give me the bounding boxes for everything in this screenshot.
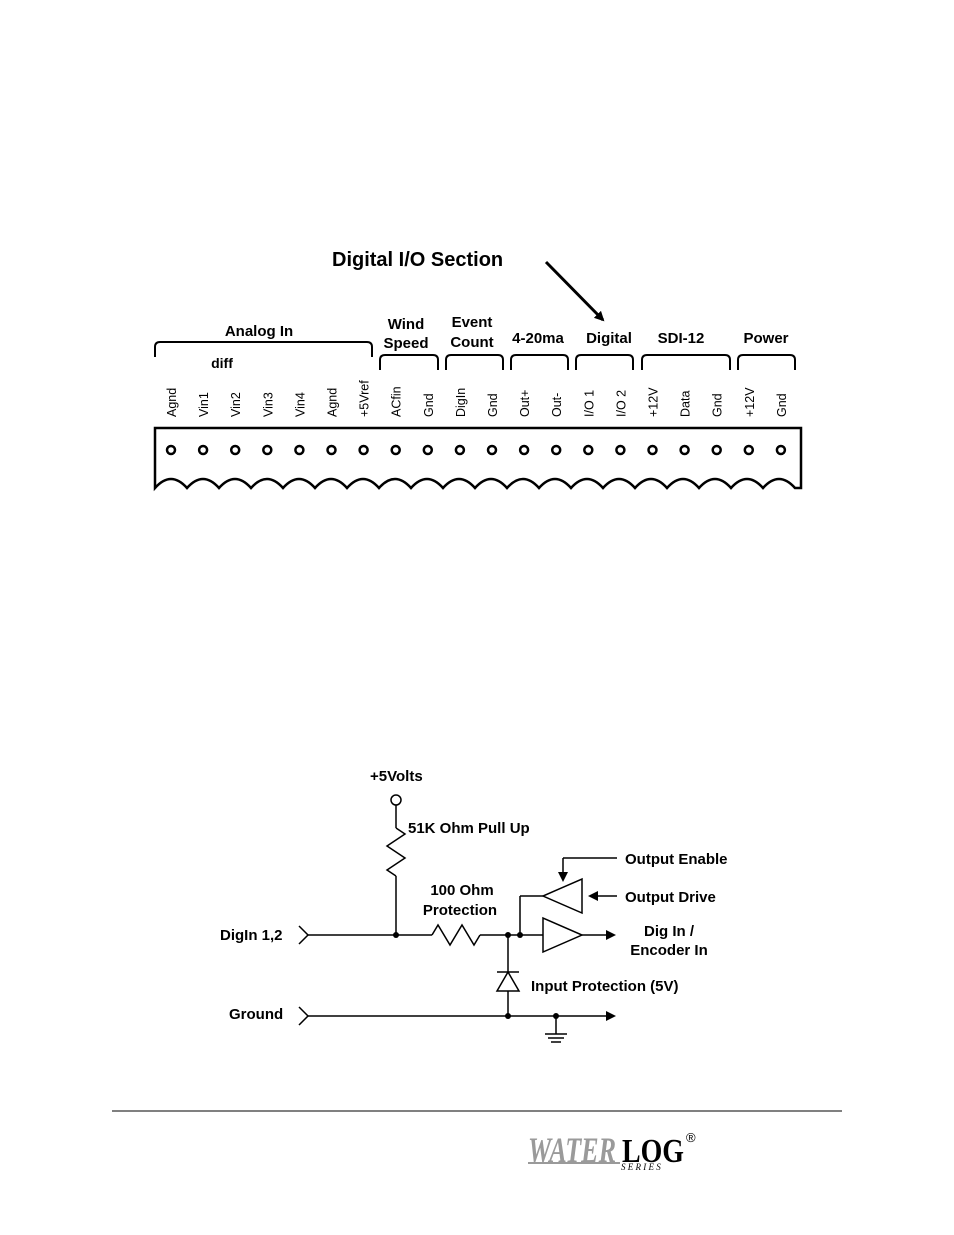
group-label-speed: Speed bbox=[383, 335, 428, 352]
pullup-label: 51K Ohm Pull Up bbox=[408, 820, 530, 837]
group-4-20ma: 4-20ma bbox=[510, 330, 569, 370]
terminal-strip bbox=[153, 426, 803, 492]
group-bracket bbox=[510, 354, 569, 370]
group-digital: Digital bbox=[575, 330, 634, 370]
pullup-resistor bbox=[385, 827, 407, 877]
logo-series: S E R I E S bbox=[621, 1162, 661, 1172]
pin-label: Vin3 bbox=[261, 392, 275, 417]
group-bracket bbox=[379, 354, 439, 370]
group-bracket bbox=[641, 354, 731, 370]
digital-input-schematic: +5Volts 51K Ohm Pull Up DigIn 1,2 100 Oh… bbox=[220, 768, 728, 1043]
pin-label: Gnd bbox=[486, 393, 500, 417]
group-bracket bbox=[575, 354, 634, 370]
terminal-screw bbox=[775, 444, 787, 456]
terminal-screw bbox=[647, 444, 658, 456]
terminal-screw bbox=[262, 444, 273, 456]
pin-label: +12V bbox=[647, 387, 661, 417]
pin-label: I/O 1 bbox=[582, 390, 596, 417]
group-sdi-12: SDI-12 bbox=[641, 330, 731, 370]
group-event-count: Event Count bbox=[445, 314, 504, 370]
ground-label: Ground bbox=[229, 1006, 283, 1023]
input-buffer bbox=[542, 916, 584, 954]
terminal-screw bbox=[550, 444, 562, 456]
pin-label: DigIn bbox=[454, 388, 468, 417]
waterlog-logo: WATER LOG S E R I E S ® bbox=[528, 1130, 696, 1172]
terminal-screw bbox=[518, 444, 530, 456]
terminal-screw bbox=[711, 444, 722, 456]
terminal-screw bbox=[422, 444, 434, 456]
pin-label: Vin4 bbox=[293, 392, 307, 417]
pin-label: +5Vref bbox=[358, 380, 372, 417]
group-bracket bbox=[154, 341, 373, 357]
pin-label: Vin2 bbox=[229, 392, 243, 417]
pin-label: Gnd bbox=[422, 393, 436, 417]
group-label-event: Event bbox=[452, 314, 493, 331]
terminal-screw bbox=[294, 444, 305, 456]
dig-in-label-1: Dig In / bbox=[644, 923, 695, 940]
pin-label: Data bbox=[679, 391, 693, 417]
terminal-screw bbox=[229, 444, 241, 456]
logo-word-log: LOG bbox=[622, 1133, 684, 1170]
group-label-wind: Wind bbox=[388, 316, 425, 333]
terminal-screw bbox=[615, 444, 626, 456]
pin-label: ACfin bbox=[390, 386, 404, 417]
terminal-screw bbox=[743, 444, 755, 456]
group-label-count: Count bbox=[450, 334, 493, 351]
pin-label: Vin1 bbox=[197, 392, 211, 417]
output-enable-label: Output Enable bbox=[625, 851, 728, 868]
supply-label: +5Volts bbox=[370, 768, 423, 785]
supply-terminal bbox=[390, 794, 402, 806]
group-analog-in: Analog In diff bbox=[154, 323, 373, 371]
group-label-analog-in: Analog In bbox=[225, 323, 293, 340]
ground-symbol-icon bbox=[545, 1016, 567, 1043]
group-bracket bbox=[737, 354, 796, 370]
pin-label: Agnd bbox=[326, 388, 340, 417]
protection-resistor bbox=[431, 923, 481, 947]
terminal-screws bbox=[165, 444, 787, 456]
junction bbox=[505, 1013, 511, 1019]
ground-connector bbox=[298, 1006, 310, 1026]
digital-io-callout: Digital I/O Section bbox=[332, 249, 503, 271]
terminal-screw bbox=[197, 444, 209, 456]
protection-label-1: 100 Ohm bbox=[430, 882, 493, 899]
dig-in-label-2: Encoder In bbox=[630, 942, 708, 959]
terminal-screw bbox=[326, 444, 337, 456]
pin-label: +12V bbox=[743, 387, 757, 417]
terminal-screw bbox=[390, 444, 401, 456]
pin-label: I/O 2 bbox=[614, 390, 628, 417]
protection-label-2: Protection bbox=[423, 902, 497, 919]
input-protection-label: Input Protection (5V) bbox=[531, 978, 679, 995]
terminal-screw bbox=[358, 444, 369, 456]
terminal-screw bbox=[679, 444, 690, 456]
group-label-sdi-12: SDI-12 bbox=[658, 330, 705, 347]
terminal-block-diagram: Digital I/O Section Analog In diff Wind … bbox=[153, 249, 803, 492]
digin-connector bbox=[298, 925, 310, 945]
pin-label: Agnd bbox=[165, 388, 179, 417]
terminal-screw bbox=[165, 444, 177, 456]
group-label-power: Power bbox=[743, 330, 788, 347]
callout-arrow bbox=[544, 260, 605, 322]
junction bbox=[393, 932, 399, 938]
output-driver bbox=[541, 877, 583, 915]
pin-label: Gnd bbox=[711, 393, 725, 417]
terminal-screw bbox=[583, 444, 594, 456]
group-power: Power bbox=[737, 330, 796, 370]
protection-diode bbox=[495, 970, 521, 992]
pin-label: Out- bbox=[550, 393, 564, 417]
terminal-screw bbox=[454, 444, 466, 456]
pin-labels: Agnd Vin1 Vin2 Vin3 Vin4 Agnd +5Vref ACfin Gnd Di… bbox=[165, 380, 789, 417]
terminal-screw bbox=[486, 444, 498, 456]
output-drive-label: Output Drive bbox=[625, 889, 716, 906]
group-label-4-20ma: 4-20ma bbox=[512, 330, 564, 347]
logo-registered-mark: ® bbox=[686, 1130, 696, 1145]
group-sub-label-diff: diff bbox=[211, 355, 233, 371]
group-label-digital: Digital bbox=[586, 330, 632, 347]
pin-label: Gnd bbox=[775, 393, 789, 417]
group-bracket bbox=[445, 354, 504, 370]
group-wind-speed: Wind Speed bbox=[379, 316, 439, 370]
pin-label: Out+ bbox=[518, 390, 532, 417]
digin-label: DigIn 1,2 bbox=[220, 927, 283, 944]
